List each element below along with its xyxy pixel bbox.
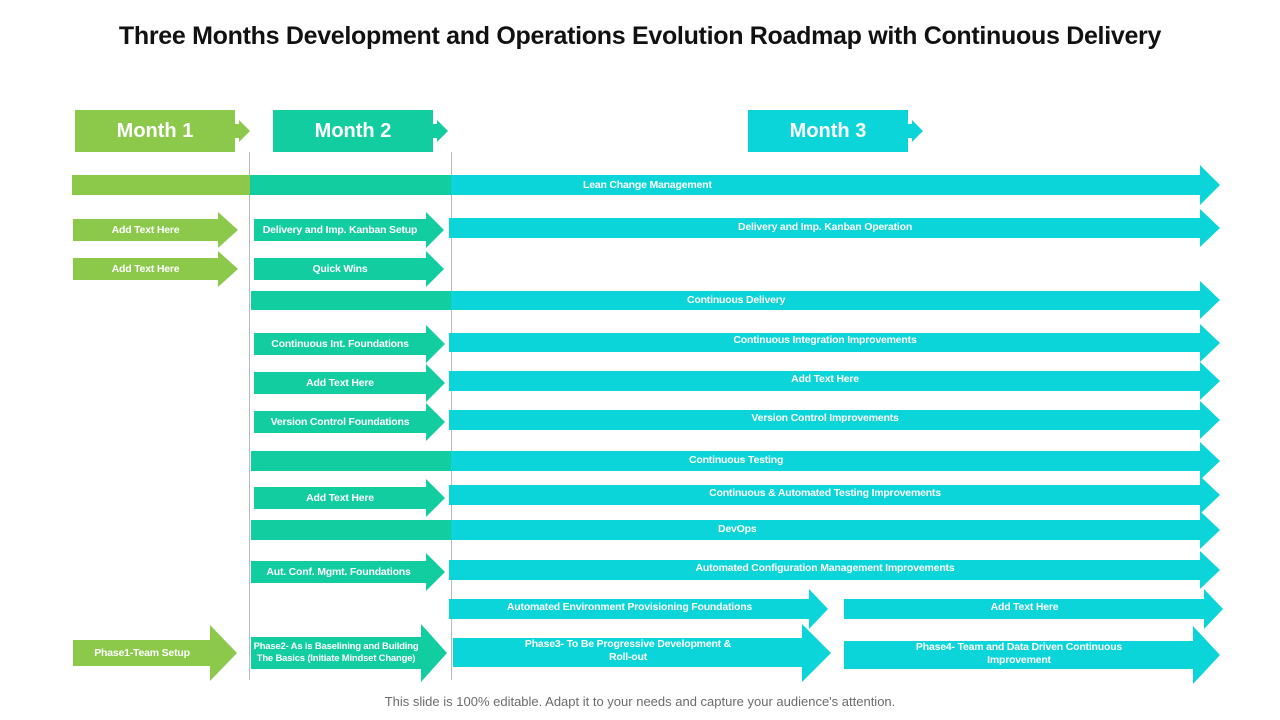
ci-month3-label: Continuous Integration Improvements xyxy=(733,334,917,346)
env-add-text-body: Add Text Here xyxy=(844,599,1205,619)
env-provisioning-body: Automated Environment Provisioning Found… xyxy=(449,599,810,619)
month-1-label-box: Month 1 xyxy=(75,110,235,152)
month-1-arrow-icon xyxy=(239,120,250,142)
add-text-month2-label: Add Text Here xyxy=(254,372,426,394)
phase1-label: Phase1-Team Setup xyxy=(73,640,211,666)
env-add-text-label: Add Text Here xyxy=(990,600,1059,613)
config-mgmt-month2-label: Aut. Conf. Mgmt. Foundations xyxy=(251,561,426,583)
ci-month2-label: Continuous Int. Foundations xyxy=(254,333,426,355)
version-control-month3-body: Version Control Improvements xyxy=(449,410,1201,430)
footer-note: This slide is 100% editable. Adapt it to… xyxy=(384,694,896,709)
kanban-month2-label: Delivery and Imp. Kanban Setup xyxy=(254,219,426,241)
devops-month3-segment xyxy=(451,520,1201,540)
ci-month3-body: Continuous Integration Improvements xyxy=(449,333,1201,352)
kanban-month1-label: Add Text Here xyxy=(73,219,218,241)
month-2-label-box: Month 2 xyxy=(273,110,433,152)
lean-change-month3-segment xyxy=(451,175,1201,195)
add-text-month3-label: Add Text Here xyxy=(791,372,859,385)
continuous-delivery-month2-segment xyxy=(251,291,451,310)
month-2-arrow-icon xyxy=(437,120,448,142)
continuous-delivery-month3-segment xyxy=(451,291,1201,310)
lean-change-label: Lean Change Management xyxy=(583,179,712,191)
config-mgmt-month3-label: Automated Configuration Management Impro… xyxy=(695,561,955,574)
version-control-month3-label: Version Control Improvements xyxy=(751,411,899,424)
phase2-label: Phase2- As is Baselining and Building Th… xyxy=(251,637,421,669)
continuous-testing-month2-segment xyxy=(251,451,451,471)
kanban-month3-label: Delivery and Imp. Kanban Operation xyxy=(737,220,913,233)
month-3-label-box: Month 3 xyxy=(748,110,908,152)
lean-change-month2-segment xyxy=(250,175,451,195)
continuous-delivery-label: Continuous Delivery xyxy=(687,294,786,306)
phase4-label: Phase4- Team and Data Driven Continuous … xyxy=(844,641,1194,669)
devops-label: DevOps xyxy=(718,523,757,535)
devops-month2-segment xyxy=(251,520,451,540)
month-2-tail xyxy=(433,124,437,138)
testing-month3-body: Continuous & Automated Testing Improveme… xyxy=(449,485,1201,505)
divider-month1-month2 xyxy=(249,152,250,680)
continuous-testing-month3-segment xyxy=(451,451,1201,471)
month-2-label: Month 2 xyxy=(314,119,392,142)
month-3-label: Month 3 xyxy=(789,119,867,142)
month-1-label: Month 1 xyxy=(116,119,194,142)
month-1-tail xyxy=(235,124,239,138)
month-3-tail xyxy=(908,124,912,138)
kanban-month3-body: Delivery and Imp. Kanban Operation xyxy=(449,218,1201,238)
config-mgmt-month3-body: Automated Configuration Management Impro… xyxy=(449,560,1201,580)
phase3-label: Phase3- To Be Progressive Development & … xyxy=(453,638,803,667)
continuous-testing-label: Continuous Testing xyxy=(689,454,784,466)
version-control-month2-label: Version Control Foundations xyxy=(254,411,426,433)
env-provisioning-label: Automated Environment Provisioning Found… xyxy=(506,600,753,613)
testing-month3-label: Continuous & Automated Testing Improveme… xyxy=(709,486,941,499)
quick-wins-month2-label: Quick Wins xyxy=(254,258,426,280)
lean-change-month1-segment xyxy=(72,175,250,195)
page-title: Three Months Development and Operations … xyxy=(118,22,1162,50)
add-text-month3-body: Add Text Here xyxy=(449,371,1201,391)
quick-wins-month1-label: Add Text Here xyxy=(73,258,218,280)
testing-month2-label: Add Text Here xyxy=(254,487,426,509)
month-3-arrow-icon xyxy=(912,120,923,142)
